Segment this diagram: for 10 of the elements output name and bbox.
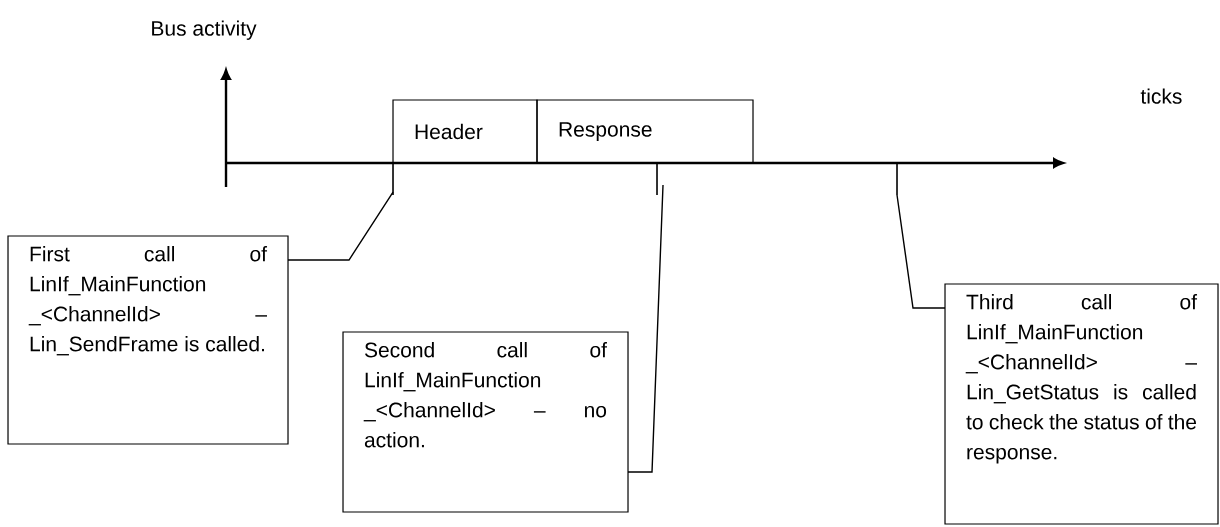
leader-line [287, 191, 394, 261]
callout-box: Second call of LinIf_MainFunction _<ChannelId> – no action. [342, 331, 629, 513]
leader-line [896, 194, 946, 309]
axis-label: Bus activity [152, 20, 257, 40]
callout-box: Third call of LinIf_MainFunction _<ChannelId> – Lin_GetStatus is called to check the status of the response. [944, 283, 1219, 525]
frame-segment-box: Response [536, 99, 754, 164]
leader-line [627, 184, 664, 473]
frame-segment-box: Header [392, 99, 538, 164]
callout-box: First call of LinIf_MainFunction _<ChannelId> – Lin_SendFrame is called. [7, 235, 289, 445]
axis-label: ticks [1140, 88, 1182, 104]
